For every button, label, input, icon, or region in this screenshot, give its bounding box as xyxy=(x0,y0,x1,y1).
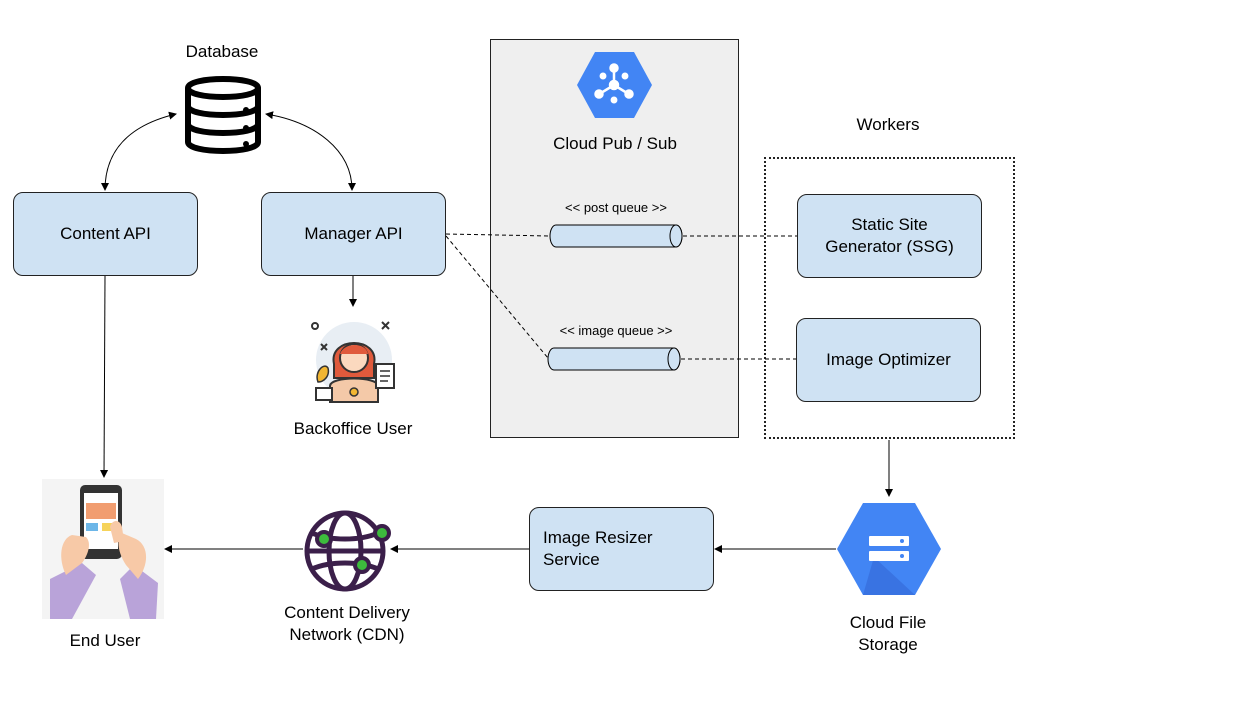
content-api-label: Content API xyxy=(60,224,151,243)
cloud-pubsub-icon xyxy=(577,52,652,118)
end-user-label: End User xyxy=(69,631,141,650)
manager-api-box[interactable]: Manager API xyxy=(261,192,446,276)
content-api-enduser-link xyxy=(100,275,109,478)
post-queue-label: << post queue >> xyxy=(565,200,667,215)
database-label: Database xyxy=(185,42,259,61)
image-queue-label: << image queue >> xyxy=(559,323,673,338)
cloud-storage-label: Cloud File Storage xyxy=(849,613,927,654)
manager-api-label: Manager API xyxy=(304,224,403,243)
end-user-phone-icon xyxy=(42,479,164,619)
image-queue-cylinder xyxy=(547,347,681,371)
image-optimizer-label: Image Optimizer xyxy=(826,350,951,369)
database-icon xyxy=(185,76,261,154)
manager-post-queue-link xyxy=(445,233,551,237)
post-queue-cylinder xyxy=(549,224,683,248)
ssg-label: Static Site Generator (SSG) xyxy=(825,215,954,256)
backoffice-user-label: Backoffice User xyxy=(293,419,413,438)
ssg-box[interactable]: Static Site Generator (SSG) xyxy=(797,194,982,278)
image-resizer-label: Image Resizer Service xyxy=(543,528,653,569)
workers-group xyxy=(764,157,1015,439)
image-resizer-box[interactable]: Image Resizer Service xyxy=(529,507,714,591)
image-optimizer-box[interactable]: Image Optimizer xyxy=(796,318,981,402)
pubsub-title: Cloud Pub / Sub xyxy=(553,134,677,153)
backoffice-user-icon xyxy=(311,321,395,403)
content-api-box[interactable]: Content API xyxy=(13,192,198,276)
db-content-api-link xyxy=(101,111,177,191)
cdn-globe-icon xyxy=(304,510,391,592)
workers-title: Workers xyxy=(856,115,920,134)
db-manager-api-link xyxy=(265,111,356,191)
cloud-storage-icon xyxy=(837,503,941,595)
manager-image-queue-link xyxy=(445,235,549,359)
cdn-label: Content Delivery Network (CDN) xyxy=(284,603,410,644)
